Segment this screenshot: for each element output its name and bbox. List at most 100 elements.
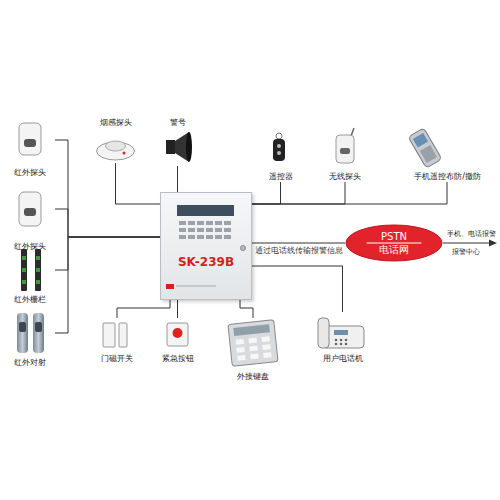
remote-control-icon [273,133,285,161]
wireless-detector-icon [336,135,354,163]
beam-fence: 红外栅栏 [5,245,55,305]
wire-connector [177,166,178,192]
beam-detector-icon [19,322,26,332]
remote-control: 遥控器 [258,130,303,182]
smoke-detector-icon [97,141,135,160]
beam-fence-icon [36,268,40,272]
smoke-detector-icon [106,141,126,151]
device-caption: 警号 [170,118,186,128]
pir-detector-icon [19,123,41,155]
control-panel-face [166,284,174,289]
wireless-detector-icon [336,128,354,163]
telephone-icon [318,318,364,348]
control-panel-face [241,246,246,251]
beam-fence-icon [22,256,26,260]
remote-control-icon [273,139,285,161]
siren-icon [166,140,175,154]
mobile-phone-icon [408,128,442,168]
wire-connector [117,300,170,318]
pir-detector-icon [19,192,41,226]
keypad-icon [236,339,244,345]
keypad-icon [228,320,278,367]
telephone-icon [335,339,338,342]
keypad: 外接键盘 [222,318,284,382]
wire-connector [252,266,343,312]
telephone-icon [340,339,343,342]
wire-connector [252,182,345,204]
telephone-icon [334,330,348,335]
wire-connector [55,209,160,237]
telephone: 用户电话机 [305,312,380,364]
beam-fence-icon [35,249,41,291]
device-caption: 无线探头 [329,172,361,182]
alarm-control-panel: SK-239B [160,192,252,300]
device-caption: 手机遥控布防/撤防 [414,172,481,182]
panic-button: 紧急按钮 [155,318,200,364]
wire-connector [116,163,161,204]
keypad-icon [249,346,257,352]
network-ellipse [345,224,443,262]
control-panel-face [206,228,213,232]
outgoing-alarm-arrow [443,243,491,244]
keypad-icon [248,338,256,344]
device-caption: 用户电话机 [323,354,363,364]
control-panel-face [224,235,231,239]
control-panel-face [215,228,222,232]
control-panel-face [179,228,186,232]
door-contact-icon [103,323,115,347]
telephone-icon [345,343,348,346]
keypad-icon [250,354,258,360]
control-panel-face [160,192,252,300]
control-panel-face [197,221,204,225]
receiver-label: 手机、电话报警 [447,230,496,239]
smoke-detector-icon [97,142,135,160]
siren: 警号 [155,118,200,166]
telephone-icon [318,318,329,348]
control-panel-face [177,205,234,216]
control-panel-face [224,228,231,232]
wire-connector [177,300,178,318]
keypad-icon [233,324,270,336]
beam-fence-icon [21,249,27,291]
pstn-network: PSTN电话网 [345,224,443,262]
beam-fence-icon [36,280,40,284]
control-panel-face [215,235,222,239]
control-panel-face [188,235,195,239]
pir-detector-icon [19,123,41,155]
wire-connector [55,237,160,333]
wireless-detector-icon [340,148,350,154]
keypad-icon [236,347,244,353]
wire-connector [252,182,281,204]
pir-detector: 红外探头 [5,118,55,178]
keypad-icon [263,352,271,358]
device-caption: 紧急按钮 [162,354,194,364]
beam-fence-icon [22,268,26,272]
wire-connector [240,300,253,318]
beam-fence-icon [21,249,41,291]
wire-connector [55,140,160,237]
wire-connector [55,237,160,270]
device-caption: 门磁开关 [101,354,133,364]
network-ellipse [346,225,442,261]
control-panel-face [176,285,216,287]
telephone-icon [345,339,348,342]
device-caption: 烟感探头 [100,118,132,128]
pir-detector: 红外探头 [5,186,55,252]
beam-fence-icon [22,280,26,284]
control-panel-face [179,221,186,225]
outgoing-alarm-arrow [489,240,497,247]
panic-button-icon [167,323,188,346]
beam-detector-icon [33,313,44,353]
device-caption: 红外探头 [14,242,46,252]
siren-icon [186,132,192,162]
panic-button-icon [173,328,183,338]
smoke-detector: 烟感探头 [88,118,143,163]
keypad-icon [262,344,270,350]
keypad-icon [261,336,269,342]
remote-control-icon [277,144,281,148]
telephone-icon [335,343,338,346]
door-contact-icon [119,323,127,347]
device-caption: 红外栅栏 [14,295,46,305]
control-panel-face [179,235,186,239]
keypad-icon [228,320,278,367]
